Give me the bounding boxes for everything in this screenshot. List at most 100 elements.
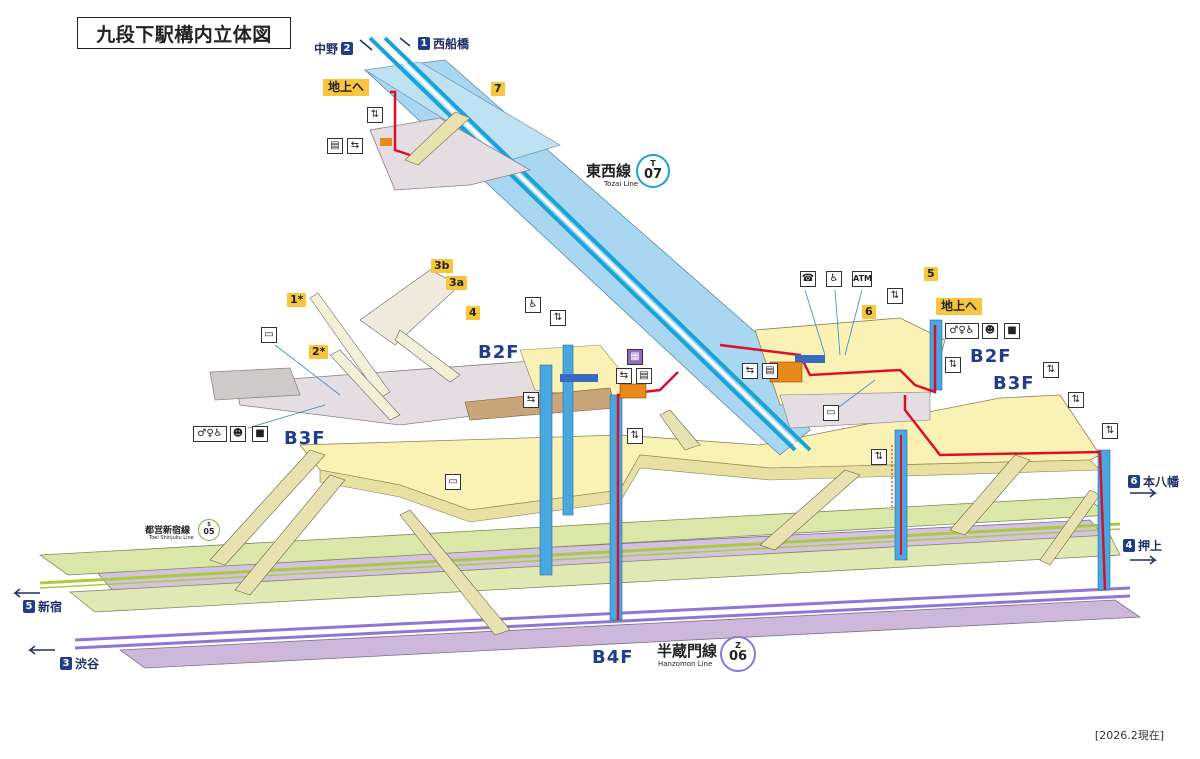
shinjuku-badge-letter: S bbox=[207, 522, 211, 528]
shinjuku-arrow bbox=[12, 588, 40, 598]
pillar-1 bbox=[539, 364, 553, 576]
hanzomon-station-badge: Z 06 bbox=[720, 636, 756, 672]
shinjuku-platform-front bbox=[68, 534, 1121, 613]
direction-motoyawata-label: 本八幡 bbox=[1143, 475, 1180, 489]
oshiage-arrow bbox=[1130, 555, 1158, 565]
floor-b3f-right: B3F bbox=[993, 373, 1035, 394]
hanzomon-line-sub: Hanzomon Line bbox=[658, 660, 713, 668]
b2f-right-gray bbox=[779, 391, 931, 429]
elevator-icon: ⇅ bbox=[367, 107, 383, 123]
b2f-right-concourse bbox=[754, 317, 946, 406]
exit7-stairs bbox=[404, 111, 471, 166]
to-ground-right: 地上へ bbox=[936, 298, 983, 315]
direction-nakano-num: 2 bbox=[341, 42, 354, 55]
motoyawata-arrow bbox=[1130, 488, 1158, 498]
route-right-b3f bbox=[903, 395, 1107, 591]
direction-nishifunabashi-num: 1 bbox=[418, 37, 430, 50]
baby-room-icon: ☻ bbox=[982, 323, 998, 339]
direction-shibuya: 3 渋谷 bbox=[60, 655, 99, 672]
tozai-track-2 bbox=[383, 36, 812, 452]
direction-motoyawata: 6 本八幡 bbox=[1128, 473, 1179, 490]
phone-icon: ☎ bbox=[800, 271, 816, 287]
pillar-2 bbox=[562, 344, 574, 516]
exit3-stairs bbox=[359, 269, 461, 346]
floor-b4f: B4F bbox=[592, 647, 634, 668]
exit2-stairs bbox=[329, 349, 401, 421]
ticket-gates-west bbox=[380, 138, 392, 146]
tozai-line-sub: Tozai Line bbox=[604, 180, 639, 188]
elevator-icon: ⇅ bbox=[945, 357, 961, 373]
escalator-b3f-hanzomon-2 bbox=[759, 469, 861, 551]
direction-oshiage: 4 押上 bbox=[1123, 537, 1162, 554]
ticket-machine-icon: ▤ bbox=[762, 363, 778, 379]
direction-nishifunabashi-label: 西船橋 bbox=[433, 37, 470, 51]
direction-shinjuku: 5 新宿 bbox=[23, 598, 62, 615]
ticket-gate-icon: ⇆ bbox=[347, 138, 363, 154]
elevator-icon: ⇅ bbox=[550, 310, 566, 326]
leader-5 bbox=[844, 289, 863, 356]
restroom-private-icon: ■ bbox=[1004, 323, 1020, 339]
shinjuku-badge-num: 05 bbox=[203, 527, 215, 536]
direction-shinjuku-num: 5 bbox=[23, 600, 35, 613]
exit-3a-label: 3a bbox=[446, 276, 468, 290]
escalator-b3f-shinjuku-2 bbox=[234, 474, 346, 596]
direction-nakano: 中野 2 bbox=[314, 40, 354, 57]
b2f-left-block bbox=[209, 367, 301, 401]
ticket-machine-icon: ▤ bbox=[327, 138, 343, 154]
hanzomon-track-1 bbox=[74, 586, 1131, 642]
hanzomon-track-2 bbox=[74, 594, 1131, 650]
shinjuku-line-sub: Toei Shinjuku Line bbox=[149, 535, 194, 541]
shinjuku-track-1 bbox=[39, 522, 1121, 585]
direction-nakano-label: 中野 bbox=[314, 42, 339, 56]
shibuya-arrow bbox=[27, 645, 55, 655]
ticket-gate-icon: ⇆ bbox=[742, 363, 758, 379]
exit-6-label: 6 bbox=[862, 305, 876, 319]
leader-2 bbox=[247, 404, 326, 429]
escalator-b3f-hanzomon-3 bbox=[949, 454, 1031, 536]
restroom-private-icon: ■ bbox=[252, 426, 268, 442]
elevator-icon: ⇅ bbox=[887, 288, 903, 304]
tozai-track-1 bbox=[368, 36, 797, 452]
wheelchair-icon: ♿ bbox=[826, 271, 842, 287]
elevator-icon: ⇅ bbox=[1043, 362, 1059, 378]
elevator-icon: ⇅ bbox=[1102, 423, 1118, 439]
ticket-machine-icon: ▤ bbox=[636, 368, 652, 384]
b1f-west-concourse bbox=[369, 117, 532, 191]
route-exit-left bbox=[390, 90, 411, 157]
coin-locker-icon: ▭ bbox=[823, 405, 839, 421]
atm-icon: ATM bbox=[852, 271, 872, 287]
floor-b2f-left: B2F bbox=[478, 342, 520, 363]
ticket-gates-right bbox=[795, 355, 825, 363]
escalator-b2f-b3f bbox=[659, 409, 701, 451]
elevator-icon: ⇅ bbox=[871, 449, 887, 465]
elevator-icon: ⇅ bbox=[1068, 392, 1084, 408]
revision-date: [2026.2現在] bbox=[1094, 729, 1164, 742]
shinjuku-station-badge: S 05 bbox=[198, 519, 220, 541]
exit-5-label: 5 bbox=[924, 267, 938, 281]
leader-3 bbox=[804, 289, 826, 356]
hanzomon-platform-front bbox=[118, 599, 1142, 669]
shinjuku-track-2 bbox=[39, 528, 1121, 589]
tozai-line-name: 東西線 bbox=[586, 162, 632, 180]
ticket-gate-icon: ⇆ bbox=[523, 392, 539, 408]
floor-b2f-right: B2F bbox=[970, 346, 1012, 367]
leader-4 bbox=[834, 289, 841, 356]
direction-oshiage-label: 押上 bbox=[1138, 539, 1163, 553]
tozai-badge-letter: T bbox=[650, 159, 656, 168]
direction-nishifunabashi: 1 西船橋 bbox=[418, 35, 469, 52]
wheelchair-icon: ♿ bbox=[525, 297, 541, 313]
floor-b3f-left: B3F bbox=[284, 428, 326, 449]
direction-shinjuku-label: 新宿 bbox=[38, 600, 63, 614]
to-ground-left: 地上へ bbox=[323, 79, 370, 96]
escalator-b3f-hanzomon-1 bbox=[399, 509, 511, 636]
baby-room-icon: ☻ bbox=[230, 426, 246, 442]
leader-6 bbox=[834, 379, 876, 411]
nishifunabashi-arrow bbox=[399, 37, 411, 47]
hanzomon-gate-icon: ▦ bbox=[627, 349, 643, 365]
exit4-stairs bbox=[394, 329, 461, 383]
diagram-title: 九段下駅構内立体図 bbox=[77, 17, 291, 49]
direction-oshiage-num: 4 bbox=[1123, 539, 1135, 552]
direction-shibuya-num: 3 bbox=[60, 657, 72, 670]
